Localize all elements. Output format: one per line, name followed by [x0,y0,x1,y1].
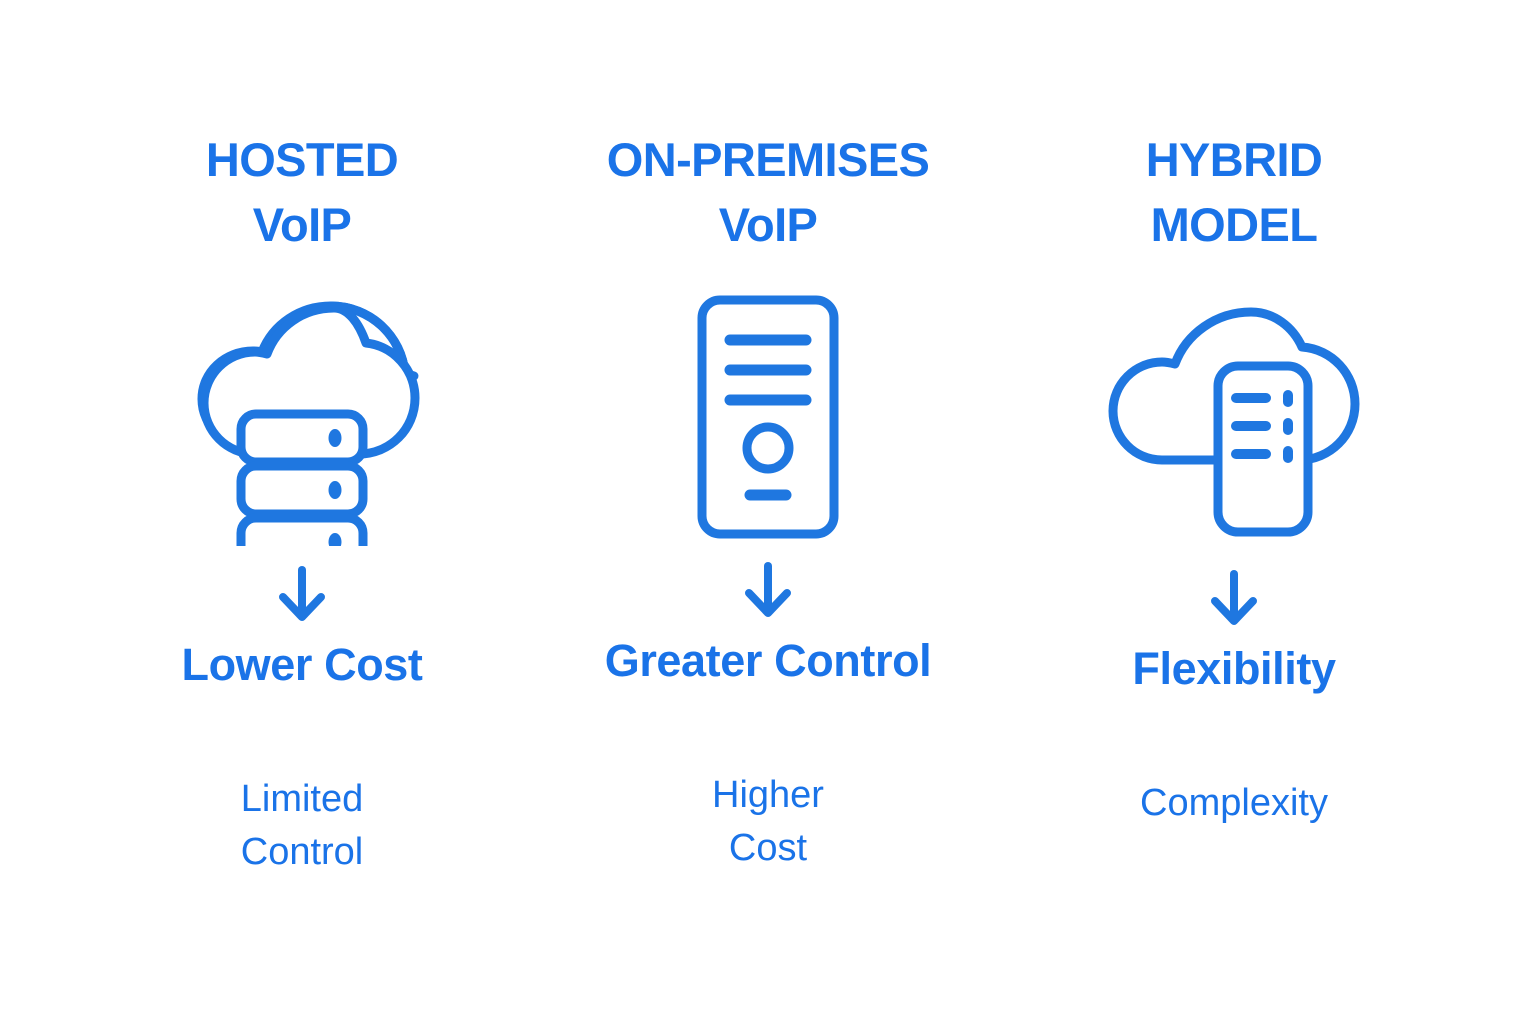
rack-led-3 [328,532,342,546]
drawback-label-hosted: Limited Control [240,778,364,873]
cloud-server-icon [197,301,420,546]
arrow-container-on-premises [740,560,796,622]
rack-led-2 [328,480,342,499]
benefit-label-hybrid: Flexibility [1132,642,1336,694]
arrow-container-hybrid [1206,568,1262,630]
column-heading-on-premises: ON-PREMISES VoIP [606,133,930,251]
hybrid-row-pill-1 [1283,390,1293,408]
server-rack-1 [236,409,368,467]
icon-container-hosted [184,296,420,546]
column-hybrid-model: HYBRID MODEL [1001,0,1467,830]
column-heading-hybrid: HYBRID MODEL [1145,133,1323,251]
benefit-label-hosted: Lower Cost [181,638,423,690]
icon-container-hybrid [1103,300,1365,550]
benefit-label-on-premises: Greater Control [604,634,932,686]
icon-container-on-premises [688,292,848,542]
hybrid-row-pill-2 [1283,418,1293,436]
down-arrow-icon [745,561,791,617]
drawback-label-on-premises: Higher Cost [712,774,824,869]
server-tower-icon [697,295,839,539]
arrow-container-hosted [274,564,330,626]
down-arrow-icon [279,565,325,621]
tower-case [697,295,839,539]
drawback-label-hybrid: Complexity [1140,782,1328,825]
server-rack-3 [236,513,368,546]
tower-power-button [742,422,794,474]
column-hosted-voip: HOSTED VoIP [69,0,535,878]
column-heading-hosted: HOSTED VoIP [205,133,399,251]
hybrid-row-pill-3 [1283,446,1293,464]
rack-led-1 [328,428,342,447]
server-rack-2 [236,461,368,519]
cloud-with-server-icon [1108,307,1360,537]
column-on-premises-voip: ON-PREMISES VoIP [535,0,1001,874]
down-arrow-icon [1211,569,1257,625]
